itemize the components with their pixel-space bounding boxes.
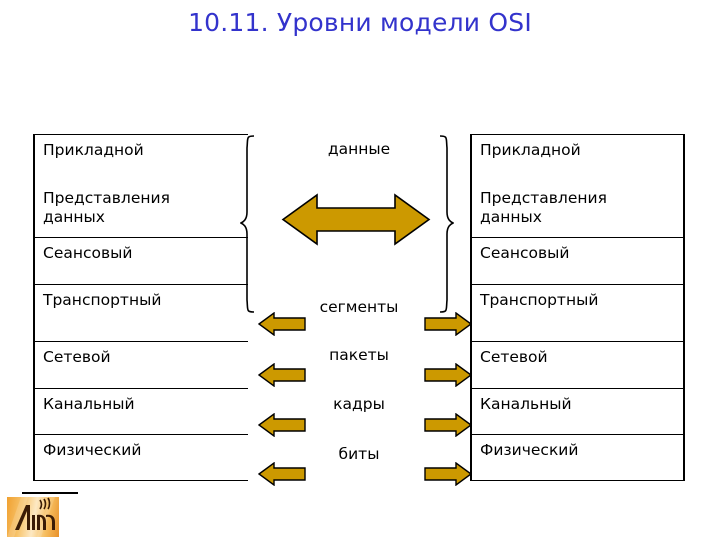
bits-left-arrow (257, 461, 306, 490)
stack-right-label-datalink: Канальный (480, 395, 572, 413)
frames-right-arrow (424, 412, 473, 441)
segments-right-arrow (424, 311, 473, 340)
stack-right-label-transport: Транспортный (480, 291, 599, 309)
stack-left-label-network: Сетевой (43, 348, 111, 366)
page-title: 10.11. Уровни модели OSI (188, 8, 532, 37)
stack-left-row-transport: Транспортный (35, 285, 248, 342)
organization-logo-icon (7, 497, 59, 537)
pdu-label-bits: биты (338, 445, 380, 463)
pdu-label-frames: кадры (333, 395, 385, 413)
stack-right-label-application: Прикладной (480, 141, 581, 159)
stack-right-row-application: Прикладной Представления данных (472, 134, 683, 238)
footer-divider (22, 492, 78, 494)
stack-left-label-presentation: Представления данных (43, 189, 170, 226)
stack-left-row-session: Сеансовый (35, 238, 248, 285)
osi-stack-right: Прикладной Представления данных Сеансовы… (470, 134, 685, 481)
stack-right-label-physical: Физический (480, 441, 579, 459)
right-curly-brace-icon (438, 134, 455, 314)
bits-right-arrow (424, 461, 473, 490)
pdu-label-data: данные (327, 140, 391, 158)
pdu-label-segments: сегменты (319, 298, 399, 316)
stack-right-row-transport: Транспортный (472, 285, 683, 342)
stack-right-row-network: Сетевой (472, 342, 683, 389)
stack-right-row-session: Сеансовый (472, 238, 683, 285)
stack-left-row-network: Сетевой (35, 342, 248, 389)
stack-left-label-application: Прикладной (43, 141, 144, 159)
stack-left-row-physical: Физический (35, 435, 248, 481)
stack-right-row-datalink: Канальный (472, 389, 683, 435)
stack-left-row-datalink: Канальный (35, 389, 248, 435)
osi-stack-left: Прикладной Представления данных Сеансовы… (33, 134, 248, 481)
stack-right-label-network: Сетевой (480, 348, 548, 366)
stack-left-label-session: Сеансовый (43, 244, 133, 262)
packets-left-arrow (257, 362, 306, 391)
stack-right-label-session: Сеансовый (480, 244, 570, 262)
data-bidirectional-arrow (281, 192, 431, 251)
stack-left-label-transport: Транспортный (43, 291, 162, 309)
pdu-label-packets: пакеты (329, 346, 389, 364)
stack-left-label-physical: Физический (43, 441, 142, 459)
pdu-center-column: данные сегменты пакеты кадры биты (239, 130, 473, 500)
frames-left-arrow (257, 412, 306, 441)
packets-right-arrow (424, 362, 473, 391)
segments-left-arrow (257, 311, 306, 340)
stack-left-label-datalink: Канальный (43, 395, 135, 413)
stack-left-row-application: Прикладной Представления данных (35, 134, 248, 238)
stack-right-row-physical: Физический (472, 435, 683, 481)
left-curly-brace-icon (239, 134, 256, 314)
stack-right-label-presentation: Представления данных (480, 189, 607, 226)
